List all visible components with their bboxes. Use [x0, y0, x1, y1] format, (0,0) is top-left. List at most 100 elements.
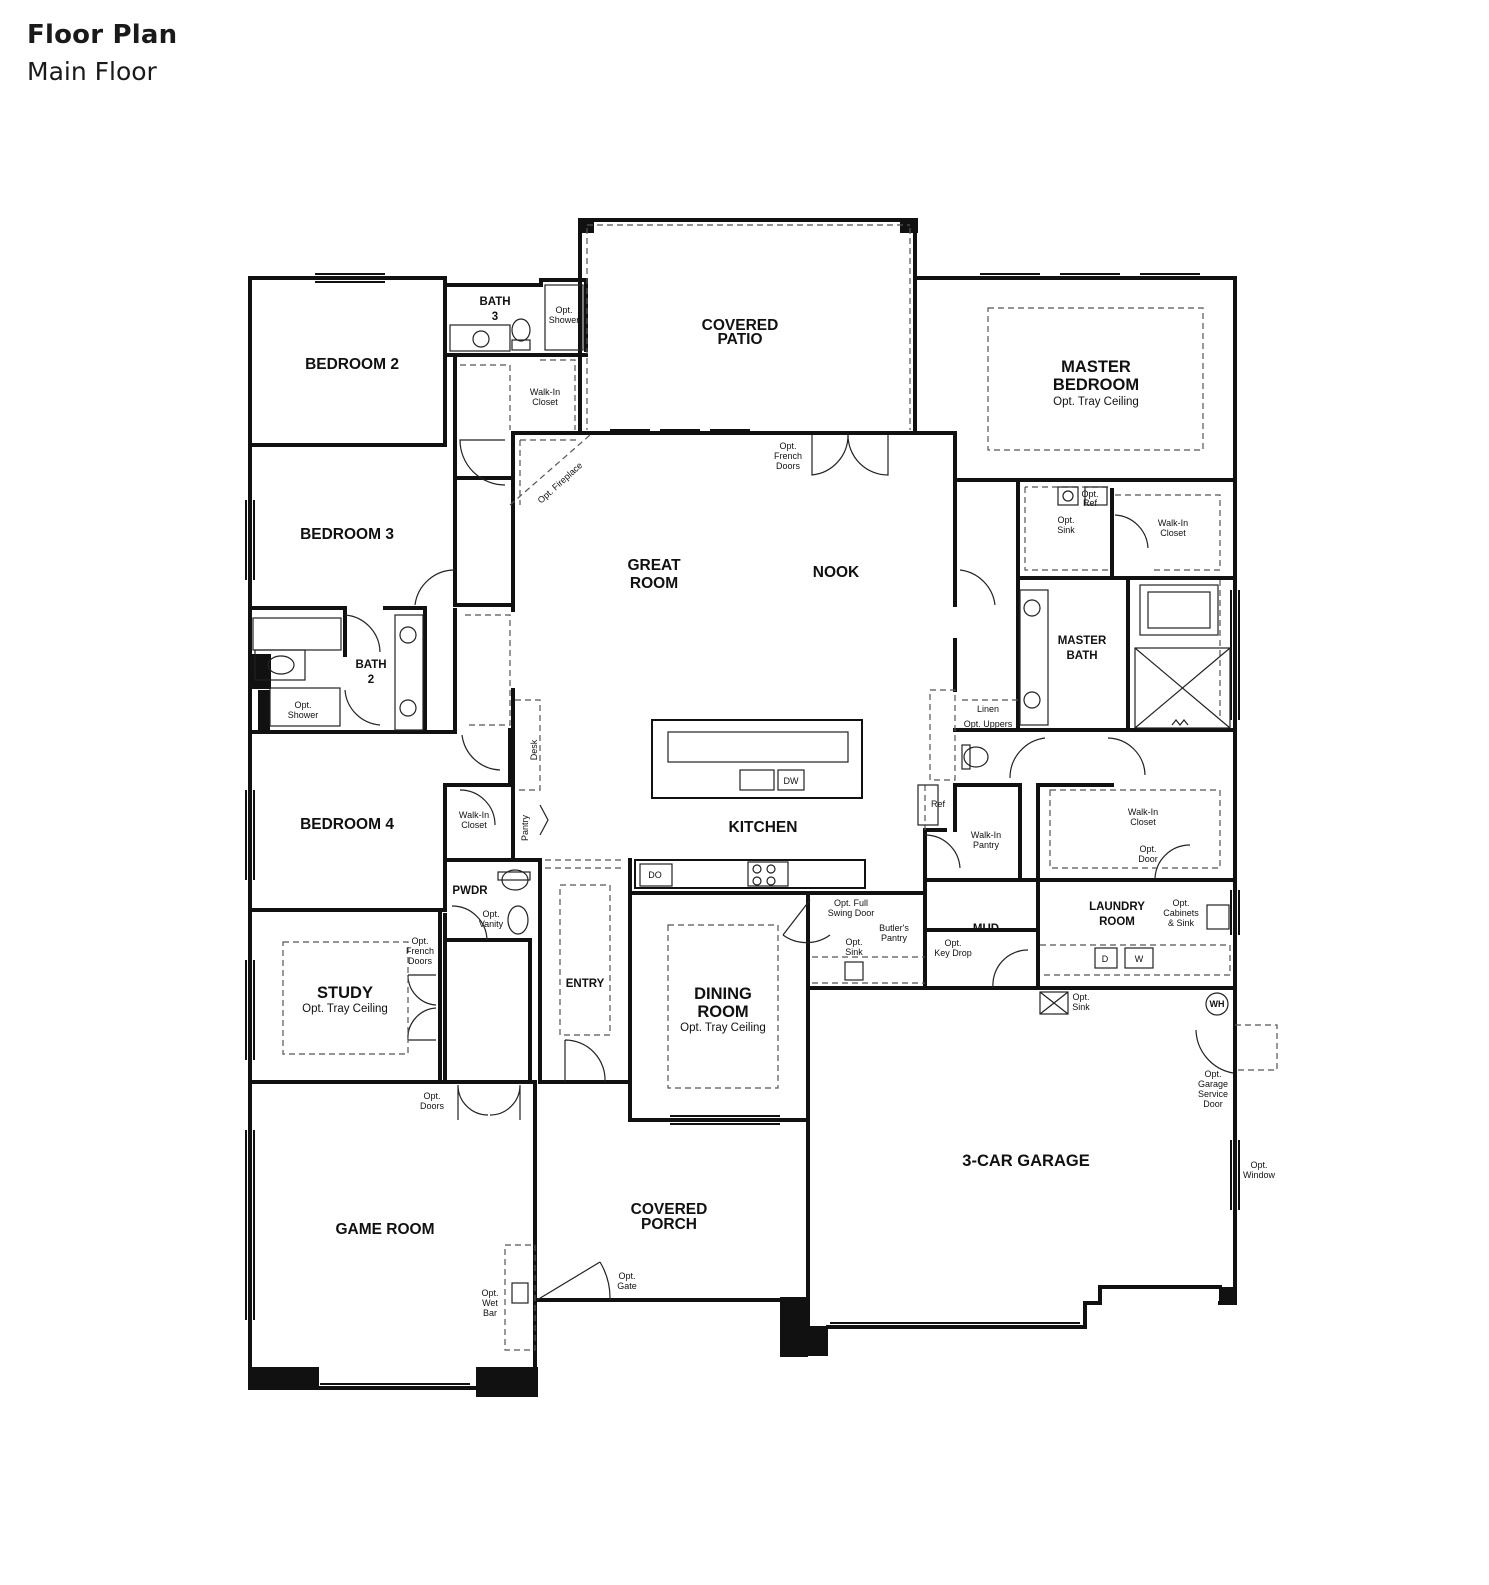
- label-entry: ENTRY: [566, 978, 605, 990]
- label-great-room-a: GREAT: [627, 557, 681, 574]
- label-french-doors-a: Opt.: [779, 441, 796, 451]
- laundry-fixtures: [511, 784, 1230, 1304]
- label-covered-porch-a: COVERED: [631, 1201, 708, 1218]
- label-garage-sink-b: Sink: [1072, 1002, 1090, 1012]
- room-labels: BEDROOM 2 BATH 3 Opt. Shower Walk-In Clo…: [288, 296, 1276, 1318]
- label-cabinets-a: Opt.: [1172, 898, 1189, 908]
- label-opt-vanity-a: Opt.: [482, 909, 499, 919]
- label-key-drop-a: Opt.: [944, 938, 961, 948]
- label-bp-sink-b: Sink: [845, 947, 863, 957]
- window-marks: [245, 273, 1240, 1385]
- label-garage: 3-CAR GARAGE: [962, 1152, 1089, 1170]
- label-wet-bar-b: Wet: [482, 1298, 498, 1308]
- label-opt-uppers: Opt. Uppers: [964, 719, 1013, 729]
- label-bath-3-b: 3: [492, 311, 498, 323]
- label-cabinets-b: Cabinets: [1163, 908, 1199, 918]
- label-french-doors-b: French: [774, 451, 802, 461]
- label-walkin-pantry-b: Pantry: [973, 840, 1000, 850]
- label-study-fd-a: Opt.: [411, 936, 428, 946]
- label-desk: Desk: [529, 739, 539, 760]
- label-study: STUDY: [317, 984, 373, 1002]
- label-covered-patio-b: PATIO: [717, 331, 762, 348]
- label-gsd-b: Garage: [1198, 1079, 1228, 1089]
- label-gsd-d: Door: [1203, 1099, 1223, 1109]
- label-wic-b2-a: Walk-In: [530, 387, 560, 397]
- label-gsd-a: Opt.: [1204, 1069, 1221, 1079]
- label-cabinets-c: & Sink: [1168, 918, 1195, 928]
- label-bath-3-a: BATH: [479, 296, 510, 308]
- label-opt-gate-a: Opt.: [618, 1271, 635, 1281]
- label-opt-doors-b: Doors: [420, 1101, 445, 1111]
- label-wet-bar-c: Bar: [483, 1308, 497, 1318]
- label-dining-a: DINING: [694, 985, 752, 1003]
- label-study-fd-c: Doors: [408, 956, 433, 966]
- label-dryer: D: [1102, 954, 1109, 964]
- label-butlers-b: Pantry: [881, 933, 908, 943]
- label-master-bedroom-b: BEDROOM: [1053, 376, 1139, 394]
- label-opt-ref-a: Opt.: [1081, 489, 1098, 499]
- optional-dashed-outlines: [282, 224, 1278, 1351]
- label-master-sink-b: Sink: [1057, 525, 1075, 535]
- exterior-walls: [248, 218, 1237, 1390]
- label-pantry: Pantry: [520, 814, 530, 841]
- label-full-swing-b: Swing Door: [828, 908, 875, 918]
- label-great-room-b: ROOM: [630, 575, 678, 592]
- label-study-fd-b: French: [406, 946, 434, 956]
- label-opt-vanity-b: Vanity: [479, 919, 504, 929]
- label-b4-wic-b: Closet: [461, 820, 487, 830]
- label-covered-porch-b: PORCH: [641, 1216, 697, 1233]
- label-master-wic2-a: Walk-In: [1128, 807, 1158, 817]
- door-swings: [344, 434, 1234, 1301]
- label-dw: DW: [784, 776, 799, 786]
- label-butlers-a: Butler's: [879, 923, 909, 933]
- label-bath-2-b: 2: [368, 674, 374, 686]
- label-ref: Ref: [931, 799, 946, 809]
- label-bedroom-3: BEDROOM 3: [300, 526, 394, 543]
- label-study-sub: Opt. Tray Ceiling: [302, 1003, 388, 1015]
- label-master-bedroom-a: MASTER: [1061, 358, 1131, 376]
- label-key-drop-b: Key Drop: [934, 948, 972, 958]
- label-linen: Linen: [977, 704, 999, 714]
- page-title: Floor Plan: [27, 20, 178, 50]
- label-opt-ref-b: Ref: [1083, 498, 1098, 508]
- label-wh: WH: [1210, 999, 1225, 1009]
- label-opt-doors-a: Opt.: [423, 1091, 440, 1101]
- label-master-bath-a: MASTER: [1058, 635, 1107, 647]
- label-master-wic2-b: Closet: [1130, 817, 1156, 827]
- label-game-room: GAME ROOM: [335, 1221, 434, 1238]
- label-bath2-shower-a: Opt.: [294, 700, 311, 710]
- label-laundry-a: LAUNDRY: [1089, 901, 1145, 913]
- label-mud: MUD: [973, 923, 999, 935]
- label-opt-fireplace: Opt. Fireplace: [536, 460, 585, 505]
- label-walkin-pantry-a: Walk-In: [971, 830, 1001, 840]
- kitchen-counter: [634, 859, 866, 889]
- label-nook: NOOK: [813, 564, 860, 581]
- label-opt-gate-b: Gate: [617, 1281, 637, 1291]
- bath-fixtures: [252, 284, 1231, 935]
- label-bath2-shower-b: Shower: [288, 710, 319, 720]
- label-opt-shower-3-b: Shower: [549, 315, 580, 325]
- label-bedroom-4: BEDROOM 4: [300, 816, 394, 833]
- label-wet-bar-a: Opt.: [481, 1288, 498, 1298]
- label-laundry-b: ROOM: [1099, 916, 1135, 928]
- label-dining-b: ROOM: [697, 1003, 748, 1021]
- label-master-wic-b: Closet: [1160, 528, 1186, 538]
- label-french-doors-c: Doors: [776, 461, 801, 471]
- label-washer: W: [1135, 954, 1144, 964]
- label-wic-b2-b: Closet: [532, 397, 558, 407]
- kitchen-island: [651, 719, 863, 799]
- interior-walls: [248, 283, 1237, 1122]
- label-gsd-c: Service: [1198, 1089, 1228, 1099]
- label-covered-patio-a: COVERED: [702, 317, 779, 334]
- label-do: DO: [648, 870, 662, 880]
- label-opt-window-b: Window: [1243, 1170, 1276, 1180]
- label-bp-sink-a: Opt.: [845, 937, 862, 947]
- label-garage-sink-a: Opt.: [1072, 992, 1089, 1002]
- label-master-wic-a: Walk-In: [1158, 518, 1188, 528]
- label-opt-window-a: Opt.: [1250, 1160, 1267, 1170]
- label-master-sink-a: Opt.: [1057, 515, 1074, 525]
- label-master-bath-b: BATH: [1066, 650, 1097, 662]
- label-full-swing-a: Opt. Full: [834, 898, 868, 908]
- label-b4-wic-a: Walk-In: [459, 810, 489, 820]
